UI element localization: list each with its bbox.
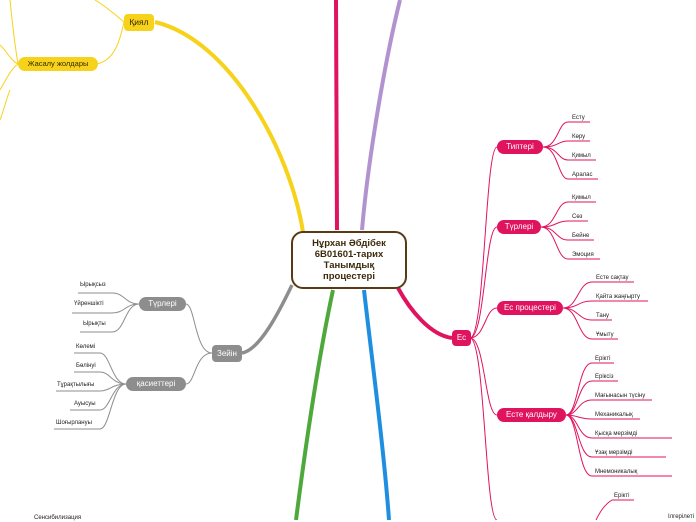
- leaf-mnemonikalyk: Мнемоникалық: [595, 469, 638, 475]
- leaf-soz: Сөз: [572, 214, 583, 220]
- node-es-procesteri[interactable]: Ес процестері: [497, 301, 563, 315]
- central-line-2: 6В01601-тарих: [314, 249, 384, 260]
- leaf-magynasyn-tusinu: Мағынасын түсіну: [595, 393, 646, 399]
- branch-gray: [241, 284, 294, 355]
- gray-sub-lines: [54, 292, 213, 430]
- leaf-sensibilizatsiya: Сенсибилизация: [34, 515, 82, 521]
- leaf-kimyl-2: Қимыл: [572, 195, 591, 201]
- node-zeyin-kasietteri[interactable]: қасиеттері: [126, 377, 186, 391]
- branch-yellow: [154, 20, 305, 233]
- leaf-aralas: Аралас: [572, 172, 593, 178]
- leaf-yryksyz: Ырықсыз: [80, 282, 106, 288]
- leaf-emotsiya: Эмоция: [572, 252, 594, 258]
- leaf-uireншikti: Үйреншікті: [74, 301, 104, 307]
- central-line-1: Нұрхан Әбдібек: [312, 238, 386, 249]
- leaf-ilgerileti: Ілгерілеті: [668, 514, 694, 520]
- leaf-este-saktau: Есте сақтау: [596, 275, 629, 281]
- leaf-mekhanikalyk: Механикалық: [595, 412, 633, 418]
- leaf-erikti: Ерікті: [595, 356, 611, 362]
- red-sub-lines: [469, 121, 672, 520]
- central-line-4: процестері: [322, 271, 375, 282]
- leaf-kimyl-1: Қимыл: [572, 153, 591, 159]
- branch-red-es: [396, 287, 453, 340]
- leaf-eriksiz: Еріксіз: [595, 374, 614, 380]
- leaf-kaita-zhangyrtu: Қайта жаңғырту: [596, 294, 641, 300]
- node-zhasau-zholdary[interactable]: Жасалу жолдары: [18, 57, 98, 71]
- leaf-umytu: Ұмыту: [596, 332, 614, 338]
- leaf-yrykty: Ырықты: [83, 321, 106, 327]
- central-topic[interactable]: Нұрхан Әбдібек 6В01601-тарих Танымдық пр…: [291, 231, 407, 289]
- leaf-koru: Көру: [572, 134, 586, 140]
- node-zeyin-turleri[interactable]: Түрлері: [139, 297, 186, 311]
- node-zeyin[interactable]: Зейін: [212, 345, 242, 362]
- central-line-3: Танымдық: [323, 260, 375, 271]
- leaf-uzak-merzimdi: Ұзақ мерзімді: [595, 450, 633, 456]
- branch-purple: [360, 0, 402, 231]
- node-es-tipteri[interactable]: Типтері: [497, 140, 543, 154]
- leaf-erikti-bottom: Ерікті: [614, 493, 630, 499]
- node-es-turleri[interactable]: Түрлері: [497, 220, 541, 234]
- branch-red-top: [334, 0, 339, 231]
- yellow-sub-lines: [0, 0, 125, 121]
- leaf-beine: Бейне: [572, 233, 590, 239]
- branch-blue: [362, 289, 391, 520]
- branch-green: [294, 289, 335, 520]
- leaf-shogyrlanuy: Шоғырлануы: [56, 420, 92, 426]
- leaf-kolemi: Көлемі: [76, 344, 96, 350]
- leaf-kyska-merzimdi: Қысқа мерзімді: [595, 431, 638, 437]
- node-este-kaldyru[interactable]: Есте қалдыру: [497, 408, 566, 422]
- leaf-bolinui: Бөлінуі: [76, 363, 96, 369]
- node-kiyal[interactable]: Қиял: [124, 14, 154, 31]
- leaf-turaktylygy: Тұрақтылығы: [57, 382, 95, 388]
- leaf-estu: Есту: [572, 115, 585, 121]
- leaf-tanu: Тану: [596, 313, 610, 319]
- leaf-auysuy: Ауысуы: [74, 401, 96, 407]
- node-es[interactable]: Ес: [452, 330, 471, 346]
